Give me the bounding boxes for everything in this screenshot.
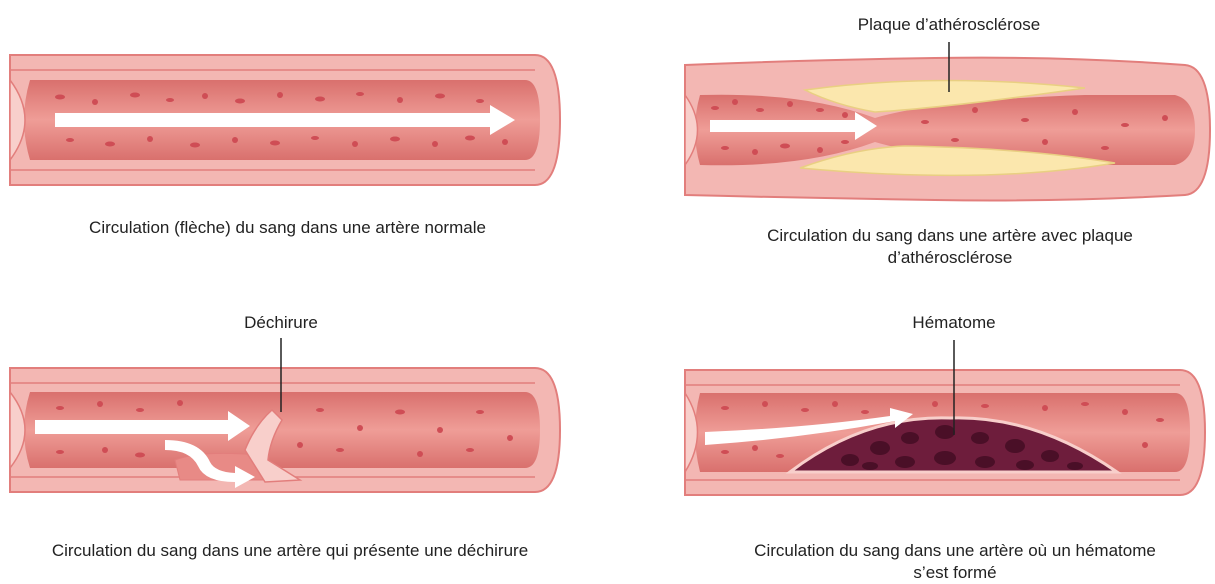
panel-tear-artery: Déchirure Circulation du sang dans une a…: [0, 300, 600, 582]
caption-hematoma: Circulation du sang dans une artère où u…: [735, 540, 1175, 584]
normal-artery-illustration: [0, 0, 600, 290]
label-hematoma: Hématome: [854, 313, 1054, 333]
caption-tear: Circulation du sang dans une artère qui …: [20, 540, 560, 562]
label-tear: Déchirure: [181, 313, 381, 333]
panel-normal-artery: Circulation (flèche) du sang dans une ar…: [0, 0, 600, 290]
label-plaque: Plaque d’athérosclérose: [849, 15, 1049, 35]
panel-plaque-artery: Plaque d’athérosclérose Circulation du s…: [605, 0, 1215, 290]
caption-plaque: Circulation du sang dans une artère avec…: [705, 225, 1195, 269]
panel-hematoma-artery: Hématome Circulation du sang dans une ar…: [605, 300, 1215, 582]
caption-normal: Circulation (flèche) du sang dans une ar…: [0, 217, 575, 239]
